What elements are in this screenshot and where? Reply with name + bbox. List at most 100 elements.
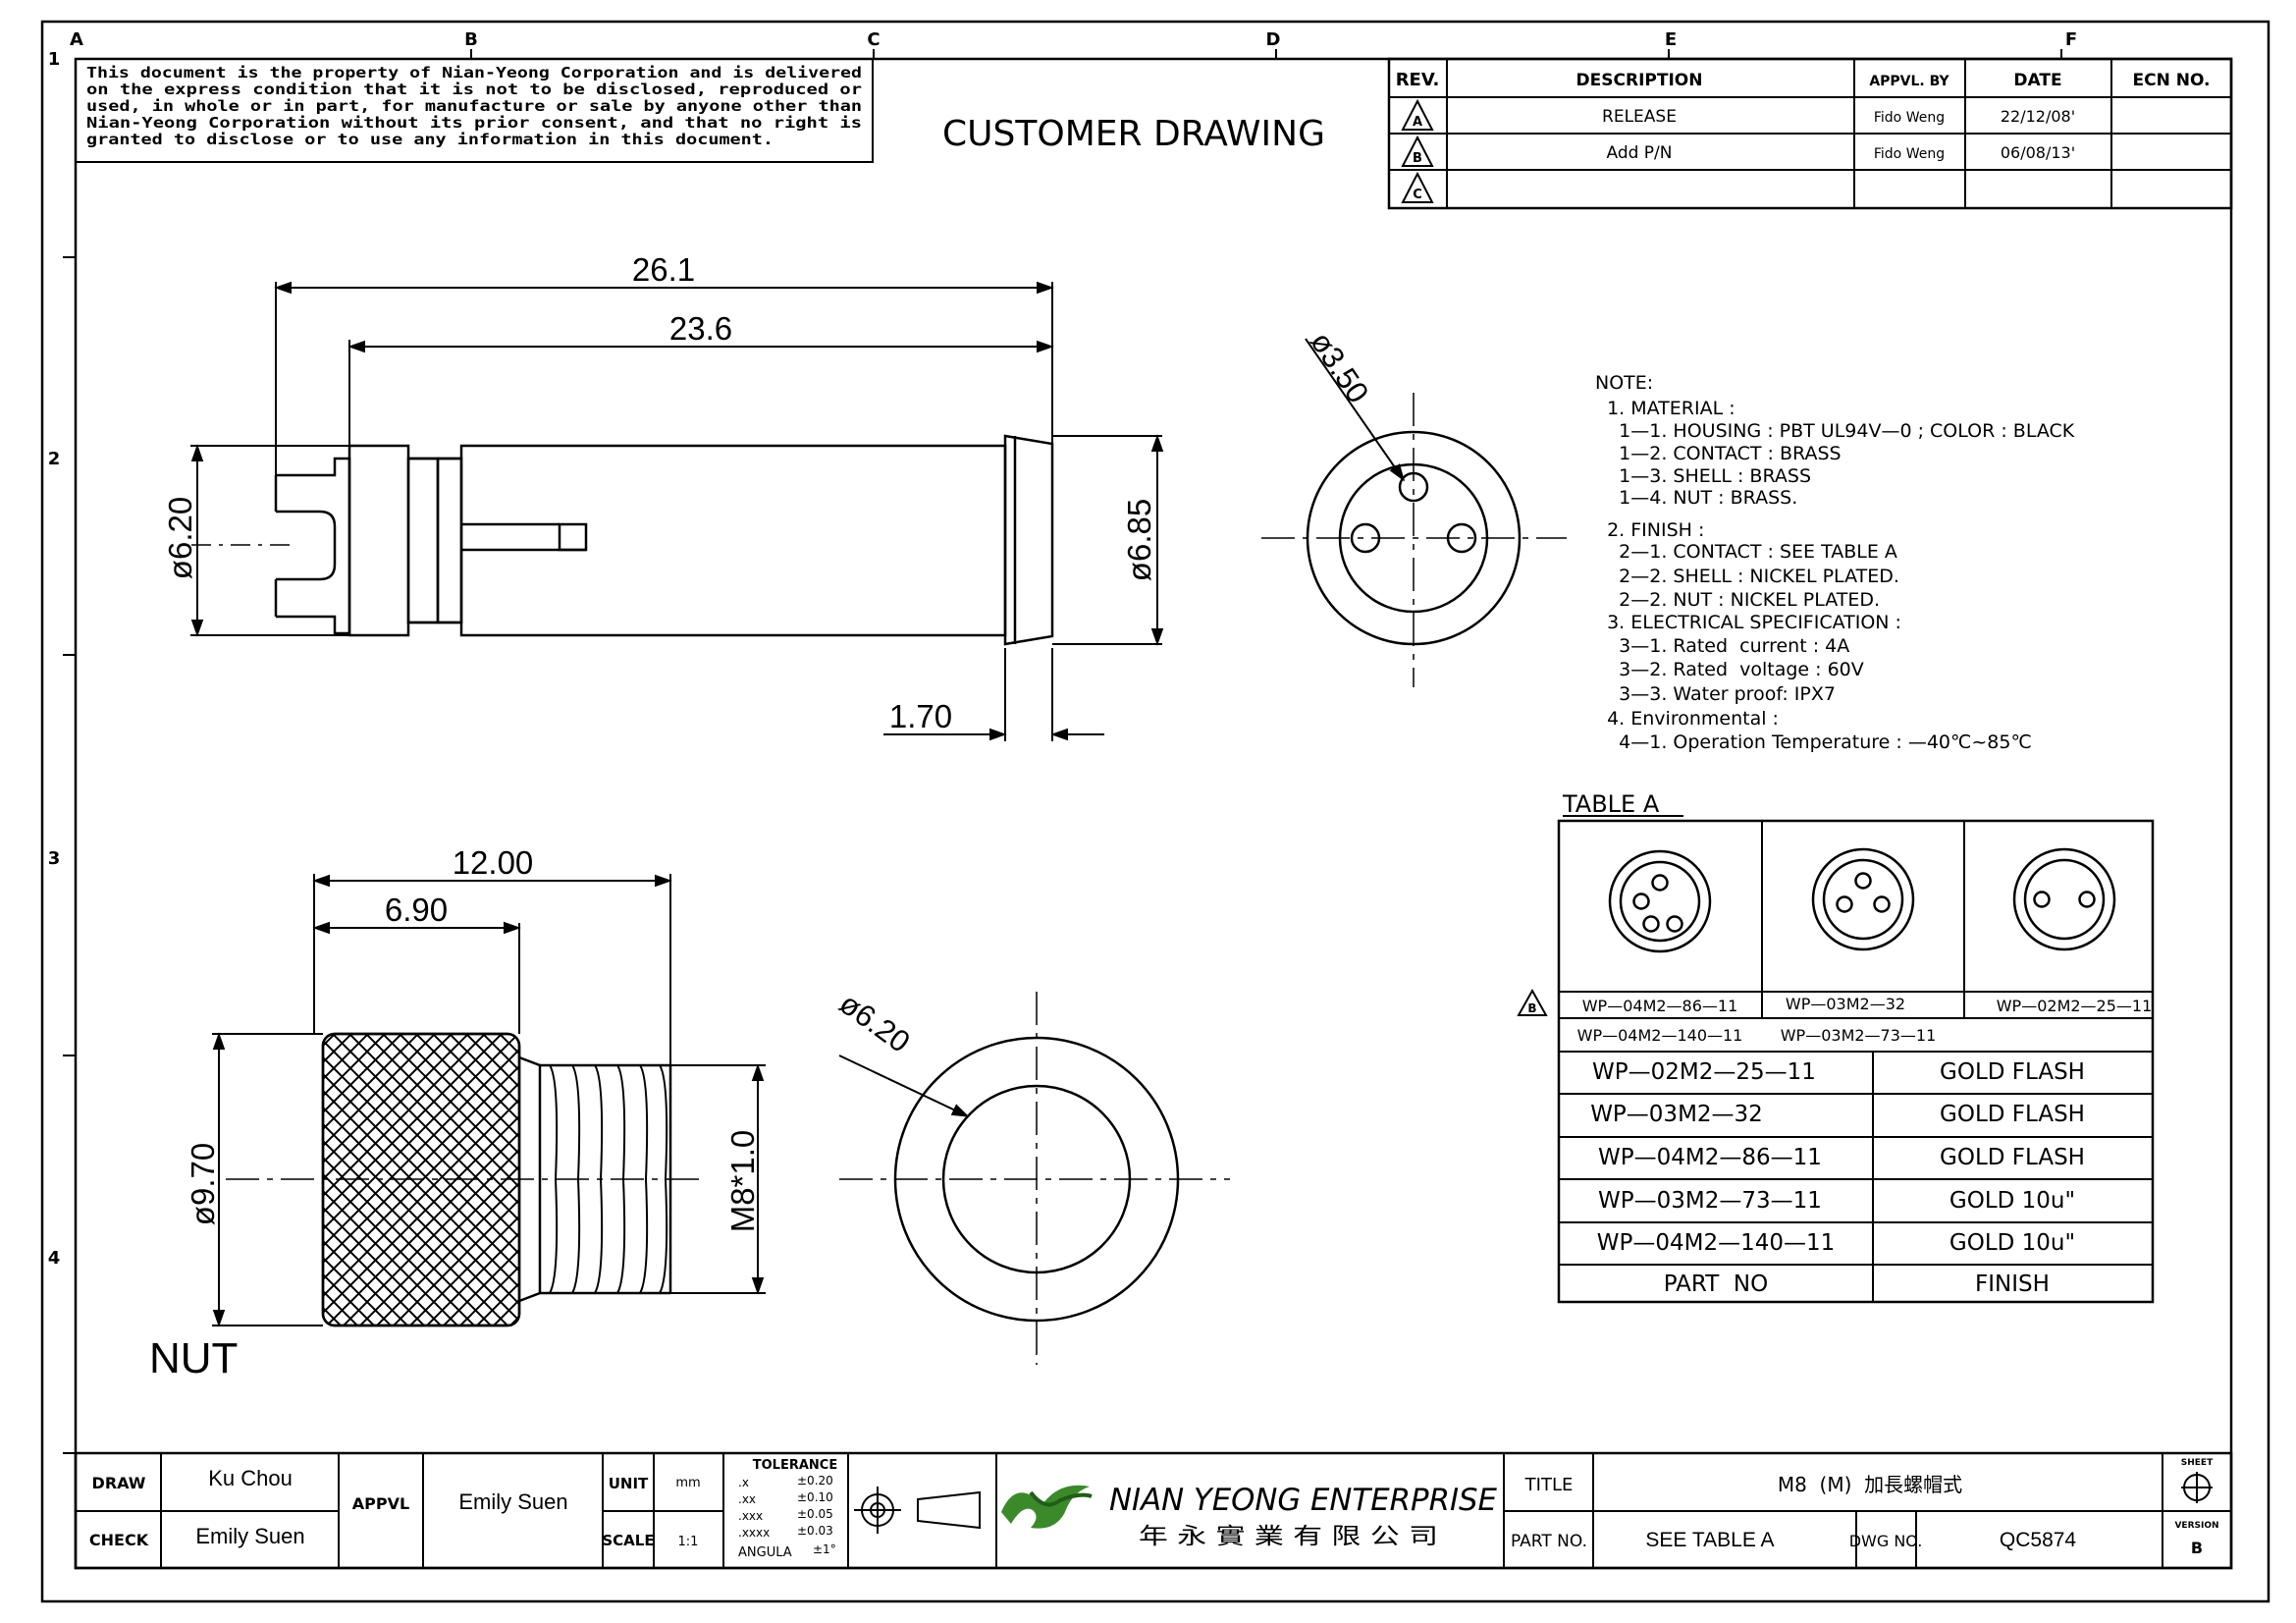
draw-value: Ku Chou: [208, 1466, 293, 1490]
revision-triangle-icon: B: [1517, 988, 1548, 1016]
tolerance-key: .xx: [738, 1492, 756, 1506]
nut-side-view: [226, 1032, 707, 1327]
unit-value: mm: [675, 1476, 700, 1490]
connector-end-view: [1261, 338, 1567, 687]
notice-line: Nian-Yeong Corporation without its prior…: [86, 114, 862, 132]
part-number: WP—03M2—32: [1590, 1102, 1763, 1127]
scale-label: SCALE: [602, 1532, 654, 1549]
table-row: WP—02M2—25—11 GOLD FLASH: [1592, 1059, 2085, 1085]
tolerance-title: TOLERANCE: [753, 1458, 837, 1473]
note-line: 3—2. Rated voltage : 60V: [1595, 659, 1864, 680]
approved-label: APPVL: [352, 1494, 409, 1513]
note-line: 3—3. Water proof: IPX7: [1595, 683, 1836, 705]
nut-diameter-dim: ø9.70: [185, 1143, 221, 1225]
tolerance-key: .xxx: [738, 1509, 763, 1523]
note-line: 4—1. Operation Temperature : —40℃~85℃: [1595, 731, 2032, 753]
table-row: WP—04M2—140—11 GOLD 10u": [1597, 1230, 2075, 1256]
flange-thickness-dim: 1.70: [889, 698, 952, 734]
sheet-frame: A B C D E F 1 2 3 4: [40, 20, 2270, 1603]
part-no-header: PART NO: [1664, 1271, 1768, 1297]
config-label: WP—03M2—32: [1786, 995, 1905, 1013]
part-no-value: SEE TABLE A: [1645, 1529, 1774, 1551]
note-line: 1—1. HOUSING : PBT UL94V—0 ; COLOR : BLA…: [1595, 420, 2075, 442]
table-row: WP—03M2—73—11 GOLD 10u": [1598, 1188, 2075, 1214]
config-label: WP—03M2—73—11: [1781, 1026, 1937, 1045]
tolerance-value: ±1°: [813, 1542, 836, 1556]
finish: GOLD FLASH: [1940, 1059, 2085, 1085]
rev-approver: Fido Weng: [1874, 146, 1945, 162]
date-header: DATE: [2013, 71, 2061, 90]
nut-length-dim: 12.00: [453, 844, 534, 881]
revision-triangle-icon: A: [1401, 98, 1434, 131]
tolerance-value: ±0.20: [797, 1474, 833, 1488]
knurl-length-dim: 6.90: [385, 892, 448, 928]
note-line: 3. ELECTRICAL SPECIFICATION :: [1595, 612, 1901, 633]
nut-bore-dim: ø6.20: [833, 986, 917, 1059]
version-label: VERSION: [2174, 1521, 2218, 1531]
nut-label: NUT: [149, 1334, 238, 1382]
company-name-cn: 年 永 實 業 有 限 公 司: [1139, 1524, 1438, 1549]
note-line: 1—4. NUT : BRASS.: [1595, 487, 1797, 509]
tolerance-key: ANGULA: [738, 1545, 792, 1560]
part-number: WP—03M2—73—11: [1598, 1188, 1822, 1214]
revision-triangle-icon: C: [1401, 171, 1434, 203]
part-number: WP—04M2—140—11: [1597, 1230, 1836, 1256]
description-header: DESCRIPTION: [1576, 71, 1703, 90]
connector-side-view: [191, 434, 1054, 646]
zone-col-b: B: [464, 29, 478, 50]
pin-circle-dim: ø3.50: [1304, 325, 1375, 408]
notice-line: This document is the property of Nian-Ye…: [86, 64, 862, 81]
scale-value: 1:1: [678, 1535, 699, 1549]
draw-label: DRAW: [92, 1474, 146, 1492]
rev-mark: A: [1413, 115, 1422, 130]
rev-date: 06/08/13': [2001, 143, 2075, 162]
thread-dim: M8*1.0: [724, 1130, 761, 1233]
table-a-title: TABLE A: [1562, 790, 1660, 818]
zone-row-1: 1: [48, 49, 61, 70]
tolerance-value: ±0.05: [797, 1507, 833, 1521]
notice-line: used, in whole or in part, for manufactu…: [86, 97, 862, 115]
zone-col-d: D: [1266, 29, 1281, 50]
finish: GOLD 10u": [1949, 1188, 2075, 1214]
body-diameter-dim: ø6.20: [162, 497, 198, 579]
title-block: DRAW Ku Chou CHECK Emily Suen APPVL Emil…: [74, 1451, 2233, 1570]
zone-row-3: 3: [48, 848, 61, 869]
rev-approver: Fido Weng: [1874, 110, 1945, 126]
rev-header: REV.: [1396, 70, 1440, 90]
note-line: 4. Environmental :: [1595, 708, 1779, 730]
version-value: B: [2191, 1539, 2203, 1557]
title-value: M8 (M) 加長螺帽式: [1778, 1473, 1962, 1496]
tolerance-value: ±0.10: [797, 1490, 833, 1504]
notes: NOTE: 1. MATERIAL : 1—1. HOUSING : PBT U…: [1595, 372, 2075, 753]
note-line: 2—2. SHELL : NICKEL PLATED.: [1595, 566, 1899, 587]
rev-description: RELEASE: [1602, 107, 1677, 127]
tolerance-key: .x: [738, 1476, 749, 1489]
zone-col-f: F: [2065, 29, 2077, 50]
rev-mark: B: [1413, 151, 1422, 166]
zone-col-c: C: [867, 29, 880, 50]
body-length-dim: 23.6: [669, 310, 732, 347]
notice-line: granted to disclose or to use any inform…: [86, 131, 774, 148]
config-label: WP—04M2—86—11: [1582, 997, 1738, 1015]
part-number: WP—04M2—86—11: [1598, 1145, 1822, 1170]
finish: GOLD FLASH: [1940, 1102, 2085, 1127]
two-pin-face-icon: [2012, 847, 2116, 951]
title-label: TITLE: [1524, 1475, 1574, 1495]
note-line: 2—2. NUT : NICKEL PLATED.: [1595, 589, 1880, 611]
note-line: 1—3. SHELL : BRASS: [1595, 465, 1811, 487]
tolerance-key: .xxxx: [738, 1526, 770, 1540]
rev-description: Add P/N: [1606, 143, 1672, 163]
drawing-title: CUSTOMER DRAWING: [942, 114, 1325, 154]
note-line: 2. FINISH :: [1595, 519, 1704, 541]
part-no-label: PART NO.: [1511, 1532, 1587, 1551]
approved-by-header: APPVL. BY: [1869, 74, 1949, 89]
dwg-no-value: QC5874: [2000, 1529, 2077, 1551]
revision-table: REV. DESCRIPTION APPVL. BY DATE ECN NO. …: [1387, 57, 2233, 210]
sheet-target-icon: [2181, 1472, 2213, 1503]
zone-row-2: 2: [48, 449, 61, 469]
rev-mark: C: [1413, 188, 1422, 202]
check-label: CHECK: [89, 1531, 149, 1549]
table-row: WP—04M2—86—11 GOLD FLASH: [1598, 1145, 2085, 1170]
zone-col-a: A: [70, 29, 83, 50]
